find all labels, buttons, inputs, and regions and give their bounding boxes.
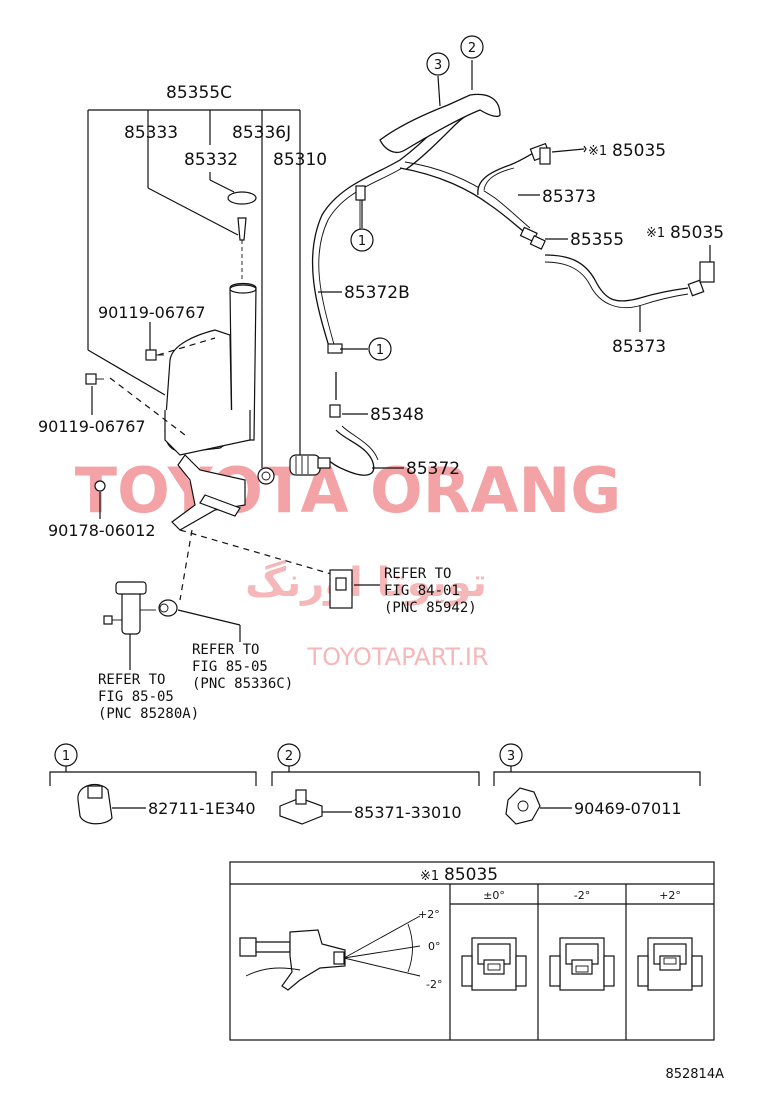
detail-col-3: +2°	[659, 889, 681, 902]
nozzle-front-minus2	[549, 937, 615, 991]
ref-note-85336C: REFER TO FIG 85-05 (PNC 85336C)	[192, 642, 293, 692]
svg-text:REFER TO: REFER TO	[98, 672, 165, 688]
ref-pump-85280A	[103, 581, 156, 635]
svg-text:FIG 85-05: FIG 85-05	[192, 659, 268, 675]
label-85332: 85332	[184, 150, 238, 170]
detail-col-2: -2°	[574, 889, 590, 902]
note-mark-lower: ※1	[646, 226, 665, 241]
svg-text:(PNC 85942): (PNC 85942)	[384, 600, 477, 616]
figure-id: 852814A	[665, 1067, 724, 1082]
label-85355: 85355	[570, 230, 624, 250]
legend-item-3: 3 90469-07011	[493, 743, 701, 825]
washer-pump	[289, 454, 331, 476]
nozzle-lower	[687, 261, 715, 297]
nozzle-upper	[529, 142, 551, 165]
detail-title: 85035	[444, 865, 498, 885]
label-90119-upper: 90119-06767	[98, 303, 206, 322]
legend-part-2: 85371-33010	[354, 803, 462, 822]
watermark-site: TOYOTAPART.IR	[306, 643, 488, 671]
legend-item-1: 1 82711-1E340	[49, 743, 257, 825]
ref-grommet-85336C	[158, 599, 178, 617]
nut-clip	[94, 480, 106, 492]
callout-1-upper: 1	[350, 228, 374, 252]
nozzle-side-view	[239, 929, 346, 991]
svg-text:1: 1	[62, 749, 70, 764]
svg-text:(PNC 85280A): (PNC 85280A)	[98, 706, 199, 722]
detail-col-1: ±0°	[483, 889, 505, 902]
label-90119-lower: 90119-06767	[38, 417, 146, 436]
callout-3-top-num: 3	[434, 58, 442, 73]
reservoir-cap	[227, 191, 257, 205]
watermark-persian: تویوتا اورنگ	[245, 559, 487, 606]
nozzle-front-plus2	[637, 937, 703, 991]
grommet	[257, 467, 275, 485]
label-85373-upper: 85373	[542, 187, 596, 207]
label-85373-lower: 85373	[612, 337, 666, 357]
svg-text:REFER TO: REFER TO	[192, 642, 259, 658]
callout-1-upper-num: 1	[358, 234, 366, 249]
angle-zero: 0°	[428, 940, 441, 953]
svg-text:FIG 84-01: FIG 84-01	[384, 583, 460, 599]
label-85355C: 85355C	[166, 83, 232, 103]
label-85372B: 85372B	[344, 283, 410, 303]
angle-minus: -2°	[426, 978, 442, 991]
callout-3-top: 3	[426, 52, 450, 76]
label-85035-upper: 85035	[612, 141, 666, 161]
label-90178: 90178-06012	[48, 521, 156, 540]
svg-text:FIG 85-05: FIG 85-05	[98, 689, 174, 705]
washer-reservoir	[85, 191, 331, 531]
callout-2-top: 2	[460, 35, 484, 59]
ref-bracket-85942	[329, 569, 353, 609]
detail-title-mark: ※1	[420, 869, 439, 884]
label-85336J: 85336J	[232, 123, 291, 143]
svg-text:(PNC 85336C): (PNC 85336C)	[192, 676, 293, 692]
ref-note-85280A: REFER TO FIG 85-05 (PNC 85280A)	[98, 672, 199, 722]
callout-2-top-num: 2	[468, 41, 476, 56]
callout-1-lower: 1	[368, 337, 392, 361]
hose-assembly	[311, 93, 715, 476]
label-85372: 85372	[406, 459, 460, 479]
legend-item-2: 2 85371-33010	[271, 743, 480, 825]
clip-icon	[505, 787, 541, 825]
legend-part-3: 90469-07011	[574, 799, 682, 818]
nozzle-front-0	[461, 937, 527, 991]
ref-note-85942: REFER TO FIG 84-01 (PNC 85942)	[384, 566, 477, 616]
bolt-left	[85, 373, 104, 385]
svg-text:3: 3	[507, 749, 515, 764]
label-85348: 85348	[370, 405, 424, 425]
hose-clamp-icon	[77, 783, 113, 825]
bolt-upper	[145, 349, 164, 361]
label-85310: 85310	[273, 150, 327, 170]
label-85333: 85333	[124, 123, 178, 143]
svg-text:REFER TO: REFER TO	[384, 566, 451, 582]
angle-plus: +2°	[418, 908, 440, 921]
legend-part-1: 82711-1E340	[148, 799, 256, 818]
note-mark-upper: ※1	[588, 144, 607, 159]
callout-1-lower-num: 1	[376, 343, 384, 358]
svg-text:2: 2	[285, 749, 293, 764]
detail-box-85035: ※1 85035 ±0° -2° +2° +2° 0° -2°	[229, 861, 715, 1041]
label-85035-lower: 85035	[670, 223, 724, 243]
